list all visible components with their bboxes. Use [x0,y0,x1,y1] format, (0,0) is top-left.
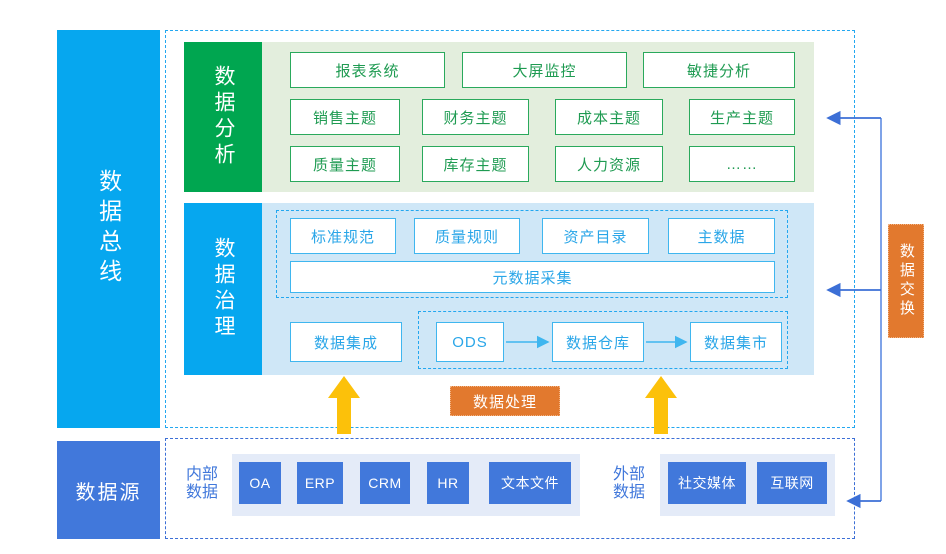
governance-box-data-integration[interactable]: 数据集成 [290,322,402,362]
warehouse-box-ods[interactable]: ODS [436,322,504,362]
analysis-box-inventory-topic[interactable]: 库存主题 [422,146,529,182]
internal-data-label-line1: 内部 数据 [185,465,218,501]
governance-box-master-data[interactable]: 主数据 [668,218,775,254]
data-source-label: 数据源 [57,441,160,539]
governance-box-quality-rules[interactable]: 质量规则 [414,218,520,254]
source-chip-hr[interactable]: HR [427,462,469,504]
analysis-box-cost-topic[interactable]: 成本主题 [555,99,663,135]
data-source-outer-frame [165,438,855,539]
analysis-box-agile-analysis[interactable]: 敏捷分析 [643,52,795,88]
data-bus-label: 数据总线 [95,169,122,289]
governance-box-standard-spec[interactable]: 标准规范 [290,218,396,254]
governance-box-asset-catalog[interactable]: 资产目录 [542,218,649,254]
analysis-box-production-topic[interactable]: 生产主题 [689,99,795,135]
analysis-box-big-screen-monitor[interactable]: 大屏监控 [462,52,627,88]
source-chip-text-file[interactable]: 文本文件 [489,462,571,504]
data-exchange-bar: 数据交换 [888,224,924,338]
data-analysis-tab: 数据分析 [184,42,262,192]
external-data-label: 外部 数据 [603,462,655,506]
analysis-box-report-system[interactable]: 报表系统 [290,52,445,88]
data-governance-label: 数据治理 [212,237,236,341]
warehouse-box-data-mart[interactable]: 数据集市 [690,322,782,362]
source-chip-internet[interactable]: 互联网 [757,462,827,504]
warehouse-flow-frame [418,311,788,369]
source-chip-oa[interactable]: OA [239,462,281,504]
analysis-box-sales-topic[interactable]: 销售主题 [290,99,400,135]
data-processing-chip: 数据处理 [450,386,560,416]
analysis-box-finance-topic[interactable]: 财务主题 [422,99,529,135]
internal-data-label: 内部 数据 [176,462,228,506]
data-bus-bar: 数据总线 [57,30,160,428]
source-chip-social-media[interactable]: 社交媒体 [668,462,746,504]
platform-outer-frame [165,30,855,428]
data-governance-tab: 数据治理 [184,203,262,375]
warehouse-box-data-warehouse[interactable]: 数据仓库 [552,322,644,362]
analysis-box-quality-topic[interactable]: 质量主题 [290,146,400,182]
analysis-box-human-resources[interactable]: 人力资源 [555,146,663,182]
data-analysis-label: 数据分析 [212,65,236,169]
data-exchange-label: 数据交换 [897,243,915,319]
governance-box-metadata-collection[interactable]: 元数据采集 [290,261,775,293]
governance-rules-frame [276,210,788,298]
analysis-box-more[interactable]: …… [689,146,795,182]
source-chip-crm[interactable]: CRM [360,462,410,504]
external-data-label-line1: 外部 数据 [612,465,645,501]
source-chip-erp[interactable]: ERP [297,462,343,504]
